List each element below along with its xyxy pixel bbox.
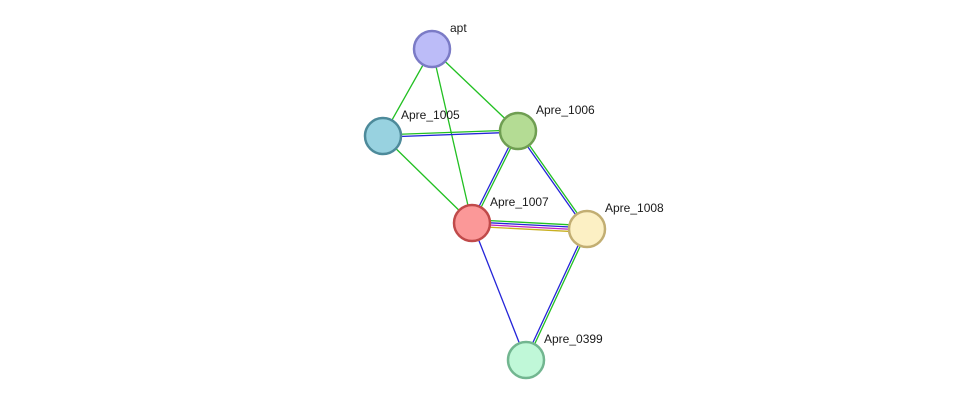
node-apre-1008[interactable]: Apre_1008 xyxy=(567,201,664,249)
edge-line xyxy=(382,129,518,136)
node-label: Apre_1005 xyxy=(401,108,460,122)
edge-apt-Apre_1006[interactable] xyxy=(431,48,519,132)
node-label: apt xyxy=(450,21,467,35)
edge-line xyxy=(471,222,527,361)
edge-line xyxy=(431,48,473,224)
node-label: Apre_1006 xyxy=(536,103,595,117)
node-apre-1007[interactable]: Apre_1007 xyxy=(452,195,549,243)
edge-line xyxy=(526,229,589,361)
edge-line xyxy=(431,48,519,132)
edge-line xyxy=(382,135,473,224)
edge-line xyxy=(516,131,587,231)
edge-apt-Apre_1007[interactable] xyxy=(431,48,473,224)
edge-Apre_1008-Apre_0399[interactable] xyxy=(524,228,589,361)
node-circle[interactable] xyxy=(412,29,452,69)
node-circle[interactable] xyxy=(452,203,492,243)
node-apre-1005[interactable]: Apre_1005 xyxy=(363,108,460,156)
edge-line xyxy=(383,131,519,138)
edge-Apre_1006-Apre_1008[interactable] xyxy=(516,129,589,231)
node-label: Apre_1007 xyxy=(490,195,549,209)
edges-layer xyxy=(382,48,589,361)
edge-line xyxy=(471,225,587,233)
node-label: Apre_1008 xyxy=(605,201,664,215)
node-circle[interactable] xyxy=(363,116,403,156)
edge-line xyxy=(472,219,588,227)
edge-line xyxy=(524,228,587,360)
node-circle[interactable] xyxy=(498,111,538,151)
edge-Apre_1007-Apre_0399[interactable] xyxy=(471,222,527,361)
node-apt[interactable]: apt xyxy=(412,21,467,69)
edge-line xyxy=(518,129,589,229)
node-apre-1006[interactable]: Apre_1006 xyxy=(498,103,595,151)
edge-Apre_1005-Apre_1006[interactable] xyxy=(382,129,519,138)
edge-Apre_1005-Apre_1007[interactable] xyxy=(382,135,473,224)
node-circle[interactable] xyxy=(567,209,607,249)
node-circle[interactable] xyxy=(506,340,546,380)
node-label: Apre_0399 xyxy=(544,332,603,346)
node-apre-0399[interactable]: Apre_0399 xyxy=(506,332,603,380)
